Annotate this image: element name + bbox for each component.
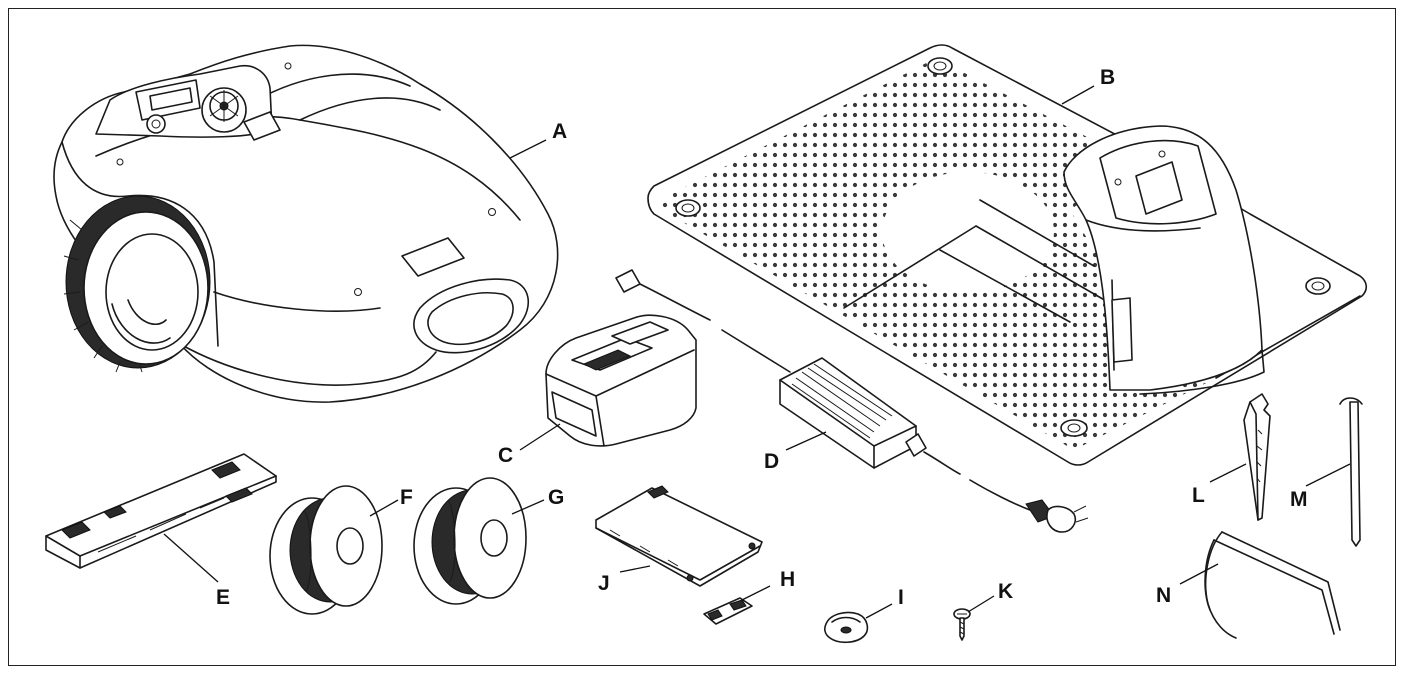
- screw: [953, 608, 971, 641]
- label-K: K: [998, 580, 1013, 603]
- leader-lines: [163, 85, 1351, 619]
- boundary-wire-spool-1: [269, 485, 383, 615]
- connector-clip: [703, 597, 753, 625]
- wire-connector: [824, 611, 869, 644]
- label-L: L: [1192, 484, 1205, 507]
- power-supply: [615, 269, 1089, 533]
- label-I: I: [898, 586, 904, 609]
- label-M: M: [1290, 488, 1308, 511]
- label-H: H: [780, 568, 795, 591]
- pin-M: [1339, 397, 1363, 547]
- label-A: A: [552, 120, 567, 143]
- label-B: B: [1100, 66, 1115, 89]
- label-F: F: [400, 486, 413, 509]
- label-C: C: [498, 444, 513, 467]
- boundary-wire-spool-2: [413, 477, 527, 605]
- label-J: J: [598, 572, 610, 595]
- label-N: N: [1156, 584, 1171, 607]
- measuring-gauge: [45, 453, 277, 569]
- robotic-mower: [53, 44, 559, 403]
- label-E: E: [216, 586, 230, 609]
- label-G: G: [548, 486, 564, 509]
- staple-N: [1204, 531, 1341, 639]
- label-D: D: [764, 450, 779, 473]
- mower-wheel: [63, 195, 211, 373]
- peg-L: [1243, 393, 1271, 521]
- battery-pack: [545, 314, 697, 447]
- cover-plate: [595, 485, 763, 587]
- charging-station: [647, 44, 1368, 466]
